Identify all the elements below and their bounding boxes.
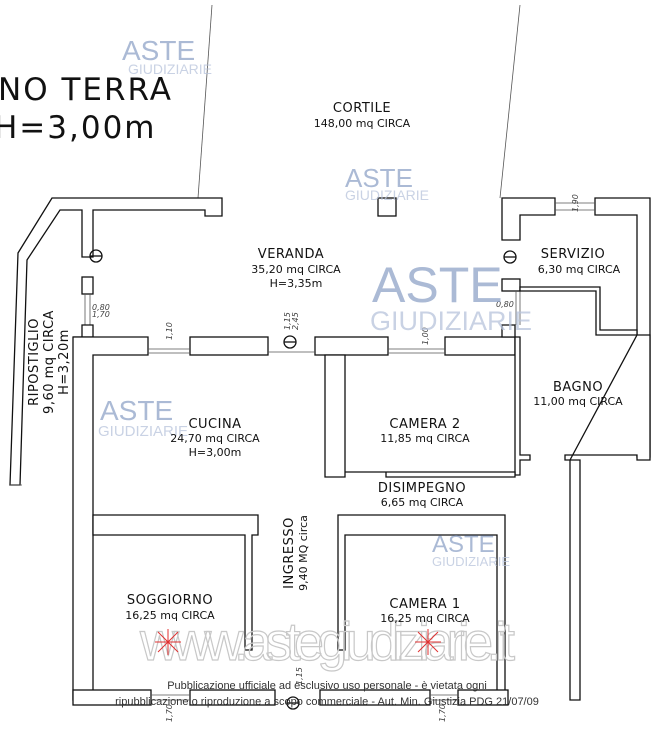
room-veranda-name: VERANDA xyxy=(258,247,324,262)
light-fixture-icon xyxy=(503,250,517,264)
dimension-label: 2,45 xyxy=(291,312,300,330)
dimension-label: 1,90 xyxy=(571,194,580,212)
dimension-label: 1,00 xyxy=(421,327,430,345)
dimension-label: 1,70 xyxy=(165,704,174,722)
svg-text:ASTE: ASTE xyxy=(345,163,413,193)
svg-text:ASTE: ASTE xyxy=(432,531,495,558)
room-ingresso-name: INGRESSO xyxy=(282,517,297,589)
room-ripostiglio-name: RIPOSTIGLIO xyxy=(27,318,42,406)
light-fixture-icon xyxy=(283,335,297,349)
svg-text:GIUDIZIARIE: GIUDIZIARIE xyxy=(128,61,212,77)
plan-height: H=3,00m xyxy=(0,110,157,146)
svg-text:GIUDIZIARIE: GIUDIZIARIE xyxy=(98,423,188,440)
room-servizio-name: SERVIZIO xyxy=(541,247,606,262)
room-veranda-area: 35,20 mq CIRCA xyxy=(251,263,341,276)
room-bagno-name: BAGNO xyxy=(553,380,603,395)
dimension-label: 0,80 xyxy=(496,300,514,309)
boundary-line xyxy=(499,4,521,199)
ceiling-light-icon xyxy=(415,629,441,655)
svg-text:ASTE: ASTE xyxy=(122,35,195,66)
room-soggiorno-area: 16,25 mq CIRCA xyxy=(125,609,215,622)
room-bagno-area: 11,00 mq CIRCA xyxy=(533,395,623,408)
light-fixture-icon xyxy=(89,249,103,263)
room-camera1-name: CAMERA 1 xyxy=(389,597,460,612)
svg-text:GIUDIZIARIE: GIUDIZIARIE xyxy=(432,554,510,569)
room-soggiorno-name: SOGGIORNO xyxy=(127,593,213,608)
dimension-label: 1,15 xyxy=(283,312,292,330)
dimension-label: 1,70 xyxy=(438,704,447,722)
svg-text:ASTE: ASTE xyxy=(100,395,173,426)
room-servizio-area: 6,30 mq CIRCA xyxy=(538,263,621,276)
room-cucina-name: CUCINA xyxy=(188,417,241,432)
room-veranda-height: H=3,35m xyxy=(270,277,323,290)
publication-notice-line1: Pubblicazione ufficiale ad esclusivo uso… xyxy=(167,680,487,692)
plan-title: NO TERRA xyxy=(0,72,173,108)
room-ripostiglio-height: H=3,20m xyxy=(57,329,72,395)
room-cucina-area: 24,70 mq CIRCA xyxy=(170,432,260,445)
svg-text:ASTE: ASTE xyxy=(372,257,503,313)
dimension-label: 0,80 xyxy=(92,303,110,312)
room-disimpegno-area: 6,65 mq CIRCA xyxy=(381,496,464,509)
watermark-site: www.astegiudiziarie.it xyxy=(139,612,515,672)
ceiling-light-icon xyxy=(155,629,181,655)
room-camera2-name: CAMERA 2 xyxy=(389,417,460,432)
room-ingresso-area: 9,40 MQ circa xyxy=(297,515,310,591)
svg-text:GIUDIZIARIE: GIUDIZIARIE xyxy=(345,187,429,203)
boundary-line xyxy=(197,4,213,199)
room-ripostiglio-area: 9,60 mq CIRCA xyxy=(42,310,57,414)
room-cucina-height: H=3,00m xyxy=(189,446,242,459)
room-camera2-area: 11,85 mq CIRCA xyxy=(380,432,470,445)
walls xyxy=(9,197,651,706)
svg-text:GIUDIZIARIE: GIUDIZIARIE xyxy=(370,306,532,336)
room-camera1-area: 16,25 mq CIRCA xyxy=(380,612,470,625)
room-cortile-area: 148,00 mq CIRCA xyxy=(314,117,411,130)
room-disimpegno-name: DISIMPEGNO xyxy=(378,481,466,496)
dimension-label: 1,15 xyxy=(295,667,304,685)
dimension-label: 1,70 xyxy=(92,310,110,319)
room-cortile-name: CORTILE xyxy=(333,101,391,116)
light-fixture-icon xyxy=(286,696,300,710)
dimension-label: 1,10 xyxy=(165,322,174,340)
publication-notice-line2: ripubblicazione o riproduzione a scopo c… xyxy=(115,696,539,708)
